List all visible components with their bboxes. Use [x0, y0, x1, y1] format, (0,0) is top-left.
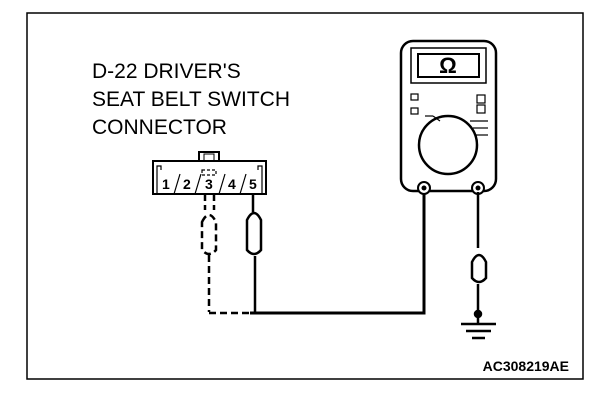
figure-border — [26, 12, 584, 380]
ohmmeter-display-symbol: Ω — [439, 53, 457, 78]
ohmmeter-display — [417, 53, 480, 78]
connector: 1 2 3 4 5 — [152, 151, 267, 195]
pin-label-3: 3 — [205, 176, 213, 192]
pin-label-4: 4 — [228, 176, 236, 192]
pin-label-5: 5 — [249, 176, 257, 192]
pin-divider — [239, 173, 247, 195]
connector-label-line3: CONNECTOR — [92, 116, 227, 139]
pin-divider — [194, 173, 202, 195]
probe-pin-5-body — [245, 211, 263, 256]
pin-3-terminal — [201, 169, 217, 176]
ohmmeter: Ω — [399, 39, 498, 195]
ohmmeter-button — [476, 104, 486, 114]
figure-code: AC308219AE — [483, 358, 569, 374]
connector-latch — [198, 151, 220, 161]
ohmmeter-dial-ticks — [425, 115, 488, 136]
probe-ground-contact — [473, 309, 483, 319]
ohmmeter-button — [410, 93, 419, 101]
connector-corner-right — [257, 165, 263, 194]
pin-label-2: 2 — [183, 176, 191, 192]
connector-label: D-22 DRIVER'S SEAT BELT SWITCH CONNECTOR — [92, 60, 290, 139]
ohmmeter-terminal-v-center — [475, 185, 481, 191]
connector-corner-left — [156, 165, 162, 194]
ground-icon — [461, 317, 496, 340]
probe-pin-5 — [245, 194, 263, 313]
ohmmeter-dial — [417, 114, 479, 176]
ohmmeter-terminal-com-center — [421, 185, 427, 191]
ohmmeter-display-bezel — [410, 47, 487, 84]
ohmmeter-button — [476, 94, 486, 104]
probe-ground-body — [470, 253, 488, 284]
connector-latch-inner — [203, 153, 215, 162]
ohmmeter-button — [410, 107, 419, 115]
connector-label-line2: SEAT BELT SWITCH — [92, 88, 290, 111]
pin-label-1: 1 — [162, 176, 170, 192]
meter-lead-wire — [250, 192, 426, 315]
pin-divider — [173, 173, 181, 195]
probe-pin-3 — [200, 194, 250, 315]
pin-divider — [218, 173, 226, 195]
connector-label-line1: D-22 DRIVER'S — [92, 60, 241, 83]
probe-ground — [470, 192, 488, 319]
probe-pin-3-body — [200, 213, 218, 256]
